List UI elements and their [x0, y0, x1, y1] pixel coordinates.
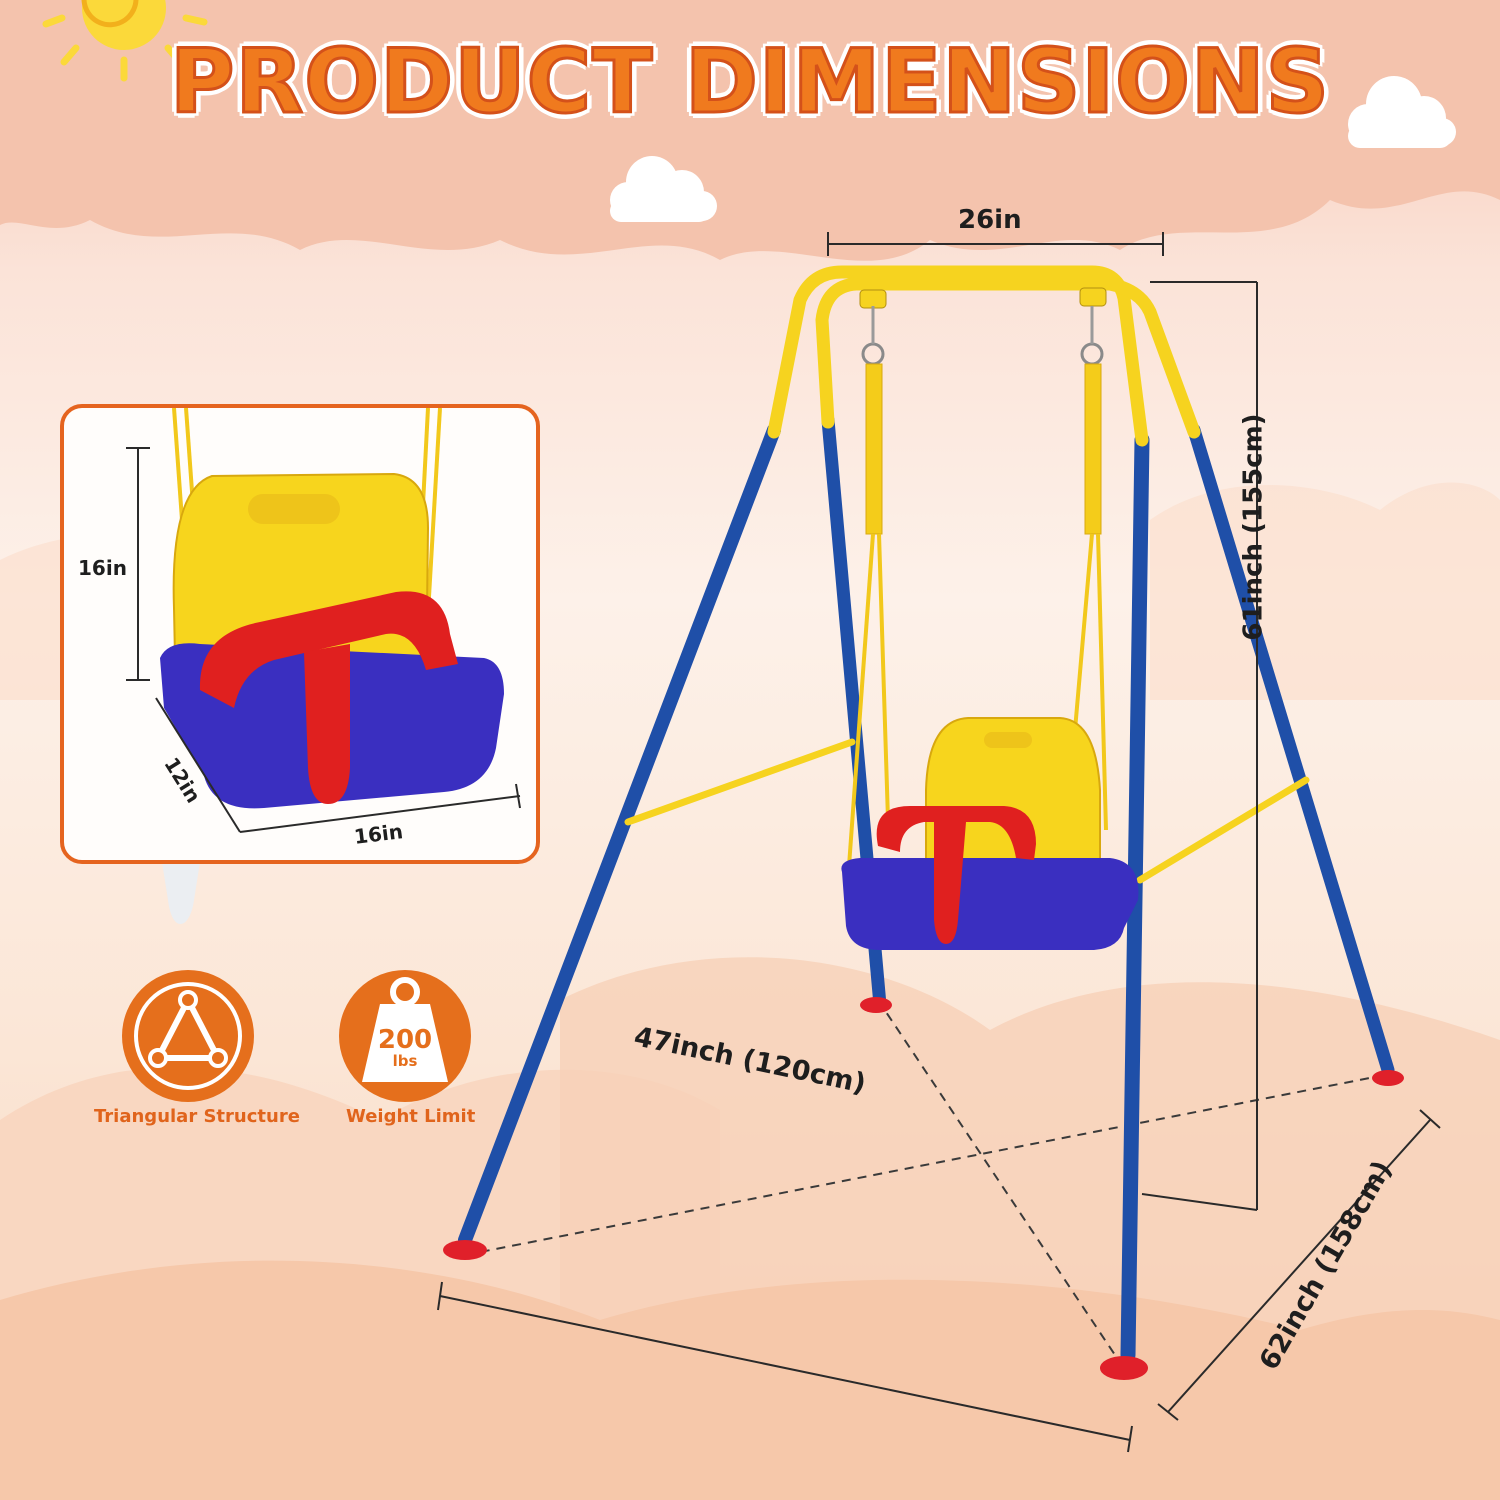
small-cloud-icon	[1348, 76, 1456, 148]
weight-icon	[339, 970, 471, 1102]
closeup-seat-handle	[248, 494, 340, 524]
frame-feet	[443, 997, 1404, 1380]
frame-swing-seat	[841, 717, 1139, 950]
page-title: PRODUCT DIMENSIONS	[169, 29, 1331, 135]
swing-hangers	[859, 287, 1107, 535]
closeup-crotch-post	[304, 644, 350, 804]
seat-height-label: 16in	[78, 556, 127, 580]
frame-top-bar	[767, 265, 1201, 447]
triangle-structure-icon	[122, 970, 254, 1102]
weight-value: 200	[378, 1025, 432, 1055]
weight-unit: lbs	[393, 1052, 418, 1070]
seat-closeup-panel: 16in 12in 16in	[60, 404, 540, 864]
cloud-silhouette	[1150, 482, 1500, 700]
water-drip-shape	[162, 862, 200, 925]
triangular-structure-label: Triangular Structure	[94, 1106, 300, 1127]
top-width-label: 26in	[958, 205, 1022, 235]
pink-cloud-band	[0, 0, 1500, 261]
weight-limit-label: Weight Limit	[346, 1106, 476, 1127]
dimension-lines	[437, 232, 1441, 1453]
base-dashed-lines	[464, 999, 1386, 1371]
side-braces	[624, 738, 1310, 884]
small-cloud-icon	[610, 156, 717, 222]
swing-ropes	[846, 533, 1108, 881]
sun-icon	[42, 0, 208, 82]
closeup-safety-bar	[199, 591, 458, 708]
seat-closeup-illustration	[126, 408, 521, 833]
